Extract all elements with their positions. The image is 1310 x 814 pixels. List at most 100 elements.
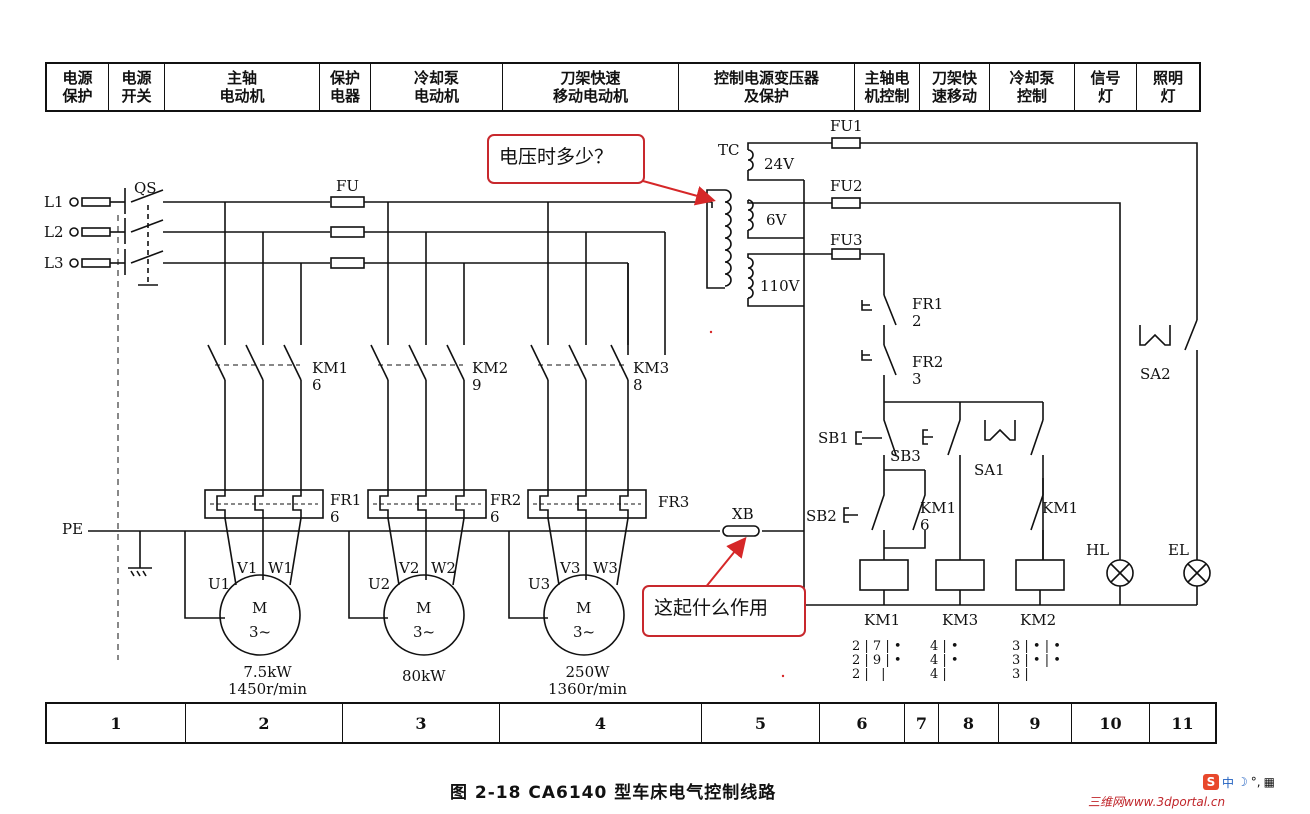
l2-label: L2	[44, 223, 64, 241]
motor3-rating: 250W 1360r/min	[548, 663, 628, 698]
qs-label: QS	[134, 179, 157, 197]
pe-line	[88, 525, 804, 577]
24v-label: 24V	[764, 155, 794, 173]
u2-label: U2	[368, 575, 391, 593]
fr1-ctrl-label: FR1 2	[912, 295, 944, 330]
w2-label: W2	[431, 559, 456, 577]
motors	[219, 574, 625, 656]
main-bus	[163, 196, 713, 355]
watermark: 三维网www.3dportal.cn	[1088, 795, 1226, 809]
tc-label: TC	[718, 141, 740, 159]
main-contacts	[207, 344, 629, 490]
footer-cell: 10	[1072, 704, 1150, 742]
fu2-label: FU2	[830, 177, 863, 195]
header-table: 电源 保护 电源 开关 主轴 电动机 保护 电器 冷却泵 电动机 刀架快速 移动…	[45, 62, 1201, 112]
header-cell: 照明 灯	[1152, 69, 1183, 105]
input-terminals	[69, 197, 125, 268]
sogou-icon[interactable]: S	[1203, 774, 1219, 790]
footer-cell: 9	[999, 704, 1072, 742]
contact-map-km3: 4 | • 4 | • 4 |	[930, 639, 959, 682]
footer-cell: 6	[820, 704, 905, 742]
thermal-relays	[204, 489, 647, 519]
fu-label: FU	[336, 177, 360, 195]
km1-aux2-label: KM1	[1042, 499, 1079, 517]
qs-switch	[117, 188, 164, 660]
header-cell: 保护 电器	[320, 64, 371, 110]
header-cell: 控制电源变压器 及保护	[679, 64, 855, 110]
sb3-label: SB3	[890, 447, 921, 465]
motor2-rating: 80kW	[402, 667, 446, 685]
motor-branches	[224, 202, 629, 345]
footer-cell: 5	[702, 704, 820, 742]
motor-phase: 3~	[413, 623, 436, 641]
figure-caption: 图 2-18 CA6140 型车床电气控制线路	[450, 783, 777, 803]
xb-label: XB	[732, 505, 754, 523]
fu3-label: FU3	[830, 231, 863, 249]
footer-cell: 7	[905, 704, 939, 742]
motor-symbol: M	[416, 599, 432, 617]
w1-label: W1	[268, 559, 293, 577]
110v-label: 110V	[760, 277, 800, 295]
u3-label: U3	[528, 575, 551, 593]
hl-label: HL	[1086, 541, 1110, 559]
motor-symbol: M	[252, 599, 268, 617]
coil-km3-label: KM3	[942, 611, 979, 629]
footer-cell: 8	[939, 704, 999, 742]
coil-km1-label: KM1	[864, 611, 901, 629]
control-circuit	[804, 294, 1211, 606]
motor1-rating: 7.5kW 1450r/min	[228, 663, 308, 698]
v2-label: V2	[399, 559, 420, 577]
sb2-label: SB2	[806, 507, 837, 525]
motor-symbol: M	[576, 599, 592, 617]
header-cell: 刀架快 速移动	[920, 64, 990, 110]
keyboard-icon[interactable]: ▦	[1263, 775, 1275, 789]
u1-label: U1	[208, 575, 231, 593]
km1-aux-label: KM1 6	[920, 499, 957, 534]
fr2-ctrl-label: FR2 3	[912, 353, 944, 388]
w3-label: W3	[593, 559, 618, 577]
fr2-main-label: FR2 6	[490, 491, 522, 526]
footer-cell: 1	[47, 704, 186, 742]
sb1-label: SB1	[818, 429, 849, 447]
fr3-label: FR3	[658, 493, 690, 511]
v1-label: V1	[237, 559, 258, 577]
chinese-mode-icon[interactable]: 中	[1222, 775, 1235, 790]
voltage-question-callout: 电压时多少？	[487, 134, 645, 184]
xb-question-callout: 这起什么作用	[642, 585, 806, 637]
coil-km2-label: KM2	[1020, 611, 1057, 629]
contact-map-km1: 2 | 7 | • 2 | 9 | • 2 | |	[852, 639, 902, 682]
sa2-label: SA2	[1140, 365, 1171, 383]
header-cell: 刀架快速 移动电动机	[503, 64, 679, 110]
footer-cell: 11	[1171, 713, 1194, 733]
motor-phase: 3~	[249, 623, 272, 641]
l3-label: L3	[44, 254, 64, 272]
fr1-main-label: FR1 6	[330, 491, 362, 526]
footer-table: 1 2 3 4 5 6 7 8 9 10 11	[45, 702, 1217, 744]
transformer-tc	[706, 137, 1198, 605]
6v-label: 6V	[766, 211, 787, 229]
fu1-label: FU1	[830, 117, 863, 135]
v3-label: V3	[560, 559, 581, 577]
pe-label: PE	[62, 520, 84, 538]
header-cell: 电源 开关	[109, 64, 165, 110]
footer-cell: 2	[186, 704, 343, 742]
footer-cell: 3	[343, 704, 500, 742]
l1-label: L1	[44, 193, 64, 211]
header-cell: 主轴 电动机	[165, 64, 320, 110]
header-cell: 电源 保护	[47, 64, 109, 110]
header-cell: 冷却泵 电动机	[371, 64, 503, 110]
km3-label: KM3 8	[633, 359, 670, 394]
motor-phase: 3~	[573, 623, 596, 641]
moon-icon[interactable]: ☽	[1237, 775, 1248, 789]
header-cell: 信号 灯	[1075, 64, 1137, 110]
punctuation-icon[interactable]: °,	[1250, 775, 1261, 789]
ime-toolbar[interactable]: S 中 ☽ °, ▦	[1203, 773, 1307, 791]
header-cell: 冷却泵 控制	[990, 64, 1075, 110]
km1-label: KM1 6	[312, 359, 349, 394]
sa1-label: SA1	[974, 461, 1005, 479]
footer-cell: 4	[500, 704, 702, 742]
motor-leads	[184, 517, 629, 619]
el-label: EL	[1168, 541, 1189, 559]
header-cell: 主轴电 机控制	[855, 64, 920, 110]
